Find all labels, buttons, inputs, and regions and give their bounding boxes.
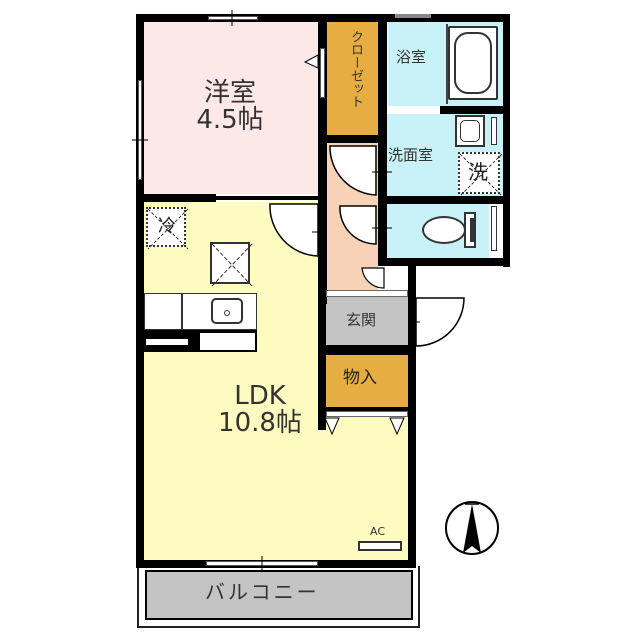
door-closet-slide xyxy=(320,48,325,98)
ldk-label: LDK 10.8帖 xyxy=(190,381,330,439)
kitchen-sink-icon xyxy=(211,298,243,324)
wall-western-right xyxy=(318,14,327,304)
entrance-label: 玄関 xyxy=(346,311,377,329)
wall-wash-bottom xyxy=(378,196,510,204)
wall-left xyxy=(136,14,144,567)
wall-closet-bottom xyxy=(318,135,386,143)
kitchen-lower-cabinet xyxy=(144,330,257,352)
range-hood-icon xyxy=(210,242,253,287)
air-conditioner-label: AC xyxy=(370,525,386,538)
window-western-left xyxy=(138,80,142,180)
western-room xyxy=(144,22,319,194)
balcony-label: バルコニー xyxy=(205,580,320,604)
wall-top xyxy=(136,14,388,22)
bath-partition xyxy=(446,24,448,104)
closet xyxy=(327,22,378,135)
closet-label: クローゼット xyxy=(348,30,363,108)
bathtub-icon xyxy=(448,26,498,100)
wall-bottom-wet xyxy=(378,258,510,266)
north-compass-icon xyxy=(445,501,499,555)
ldk-room-lower xyxy=(318,410,408,560)
window-western-top xyxy=(208,16,258,20)
gap-bath-wash xyxy=(388,107,440,112)
ldk-name: LDK xyxy=(234,381,286,411)
wall-right-wet xyxy=(503,14,510,267)
balcony-outline xyxy=(137,566,420,628)
gap-entrance-top xyxy=(326,290,408,297)
wall-western-ldk xyxy=(144,194,216,202)
storage-label: 物入 xyxy=(343,368,377,388)
gap-storage-bottom xyxy=(326,411,408,417)
ldk-size: 10.8帖 xyxy=(218,408,302,439)
entrance xyxy=(326,297,408,345)
western-room-name: 洋室 xyxy=(203,78,256,108)
wall-entrance-bottom xyxy=(318,345,416,355)
washer-icon: 洗 xyxy=(458,152,503,197)
air-conditioner-icon xyxy=(358,541,402,551)
kitchen-counter xyxy=(144,293,257,330)
wall-top-right xyxy=(380,14,509,22)
western-room-size: 4.5帖 xyxy=(196,105,264,136)
wall-wet-window-1 xyxy=(491,117,497,145)
storage xyxy=(326,355,408,407)
fridge-symbol: 冷 xyxy=(158,216,176,237)
balcony xyxy=(145,570,413,620)
wall-storage-bottom xyxy=(318,407,416,411)
wall-hall-left-low xyxy=(318,290,326,430)
western-room-label: 洋室 4.5帖 xyxy=(180,78,280,136)
bathroom-label: 浴室 xyxy=(396,48,427,66)
wall-western-ldk-thin xyxy=(216,196,320,200)
washer-symbol: 洗 xyxy=(468,160,488,184)
wall-wet-window-2 xyxy=(491,206,497,251)
toilet-icon xyxy=(422,212,480,248)
wall-bath-bottom xyxy=(440,106,510,114)
washroom-label: 洗面室 xyxy=(388,146,434,164)
fridge-icon: 冷 xyxy=(146,207,189,250)
window-bath-top xyxy=(395,14,431,18)
wall-right-ldk xyxy=(408,262,416,567)
wash-basin-icon xyxy=(455,115,485,147)
